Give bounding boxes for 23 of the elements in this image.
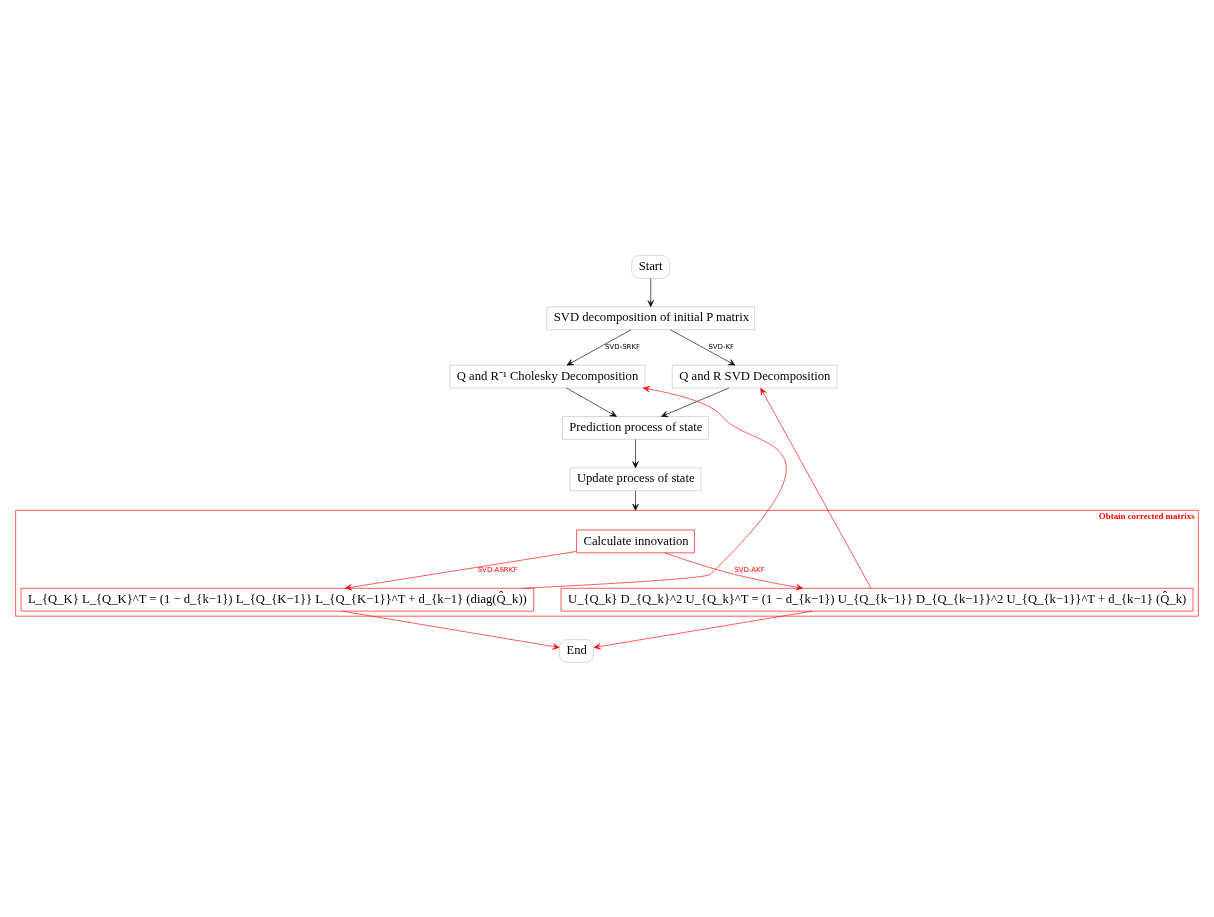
node-box: Start — [631, 254, 671, 279]
node-box: Q and R⁻¹ Cholesky Decomposition — [449, 364, 646, 388]
arrow — [566, 387, 617, 417]
node-box: Calculate innovation — [576, 529, 695, 553]
node-box: Update process of state — [569, 467, 702, 491]
node-box: Prediction process of state — [562, 415, 710, 440]
node-box: SVD decomposition of initial P matrix — [546, 306, 755, 330]
arrow — [647, 277, 654, 307]
node-box: End — [559, 638, 594, 663]
node-box: L_{Q_K} L_{Q_K}^T = (1 − d_{k−1}) L_{Q_{K−1}} L_{Q_{K−1}}^T + d_{k−1} (diag(Q̂_k)) — [20, 587, 535, 611]
node-box: Q and R SVD Decomposition — [671, 364, 838, 388]
arrow — [593, 610, 813, 650]
arrow — [522, 385, 787, 589]
node-box: U_{Q_k} D_{Q_k}^2 U_{Q_k}^T = (1 − d_{k−1}) U_{Q_{k−1}} D_{Q_{k−1}}^2 U_{Q_{k−1}}^T + d_{k−1} (Q̂_k) — [560, 587, 1194, 611]
arrow — [566, 328, 632, 365]
arrow — [664, 552, 804, 590]
arrow — [344, 550, 577, 590]
arrow — [661, 387, 730, 417]
arrow — [341, 610, 560, 650]
arrow — [670, 328, 736, 365]
arrow — [760, 387, 872, 589]
arrow — [632, 489, 639, 511]
arrow — [632, 438, 639, 468]
